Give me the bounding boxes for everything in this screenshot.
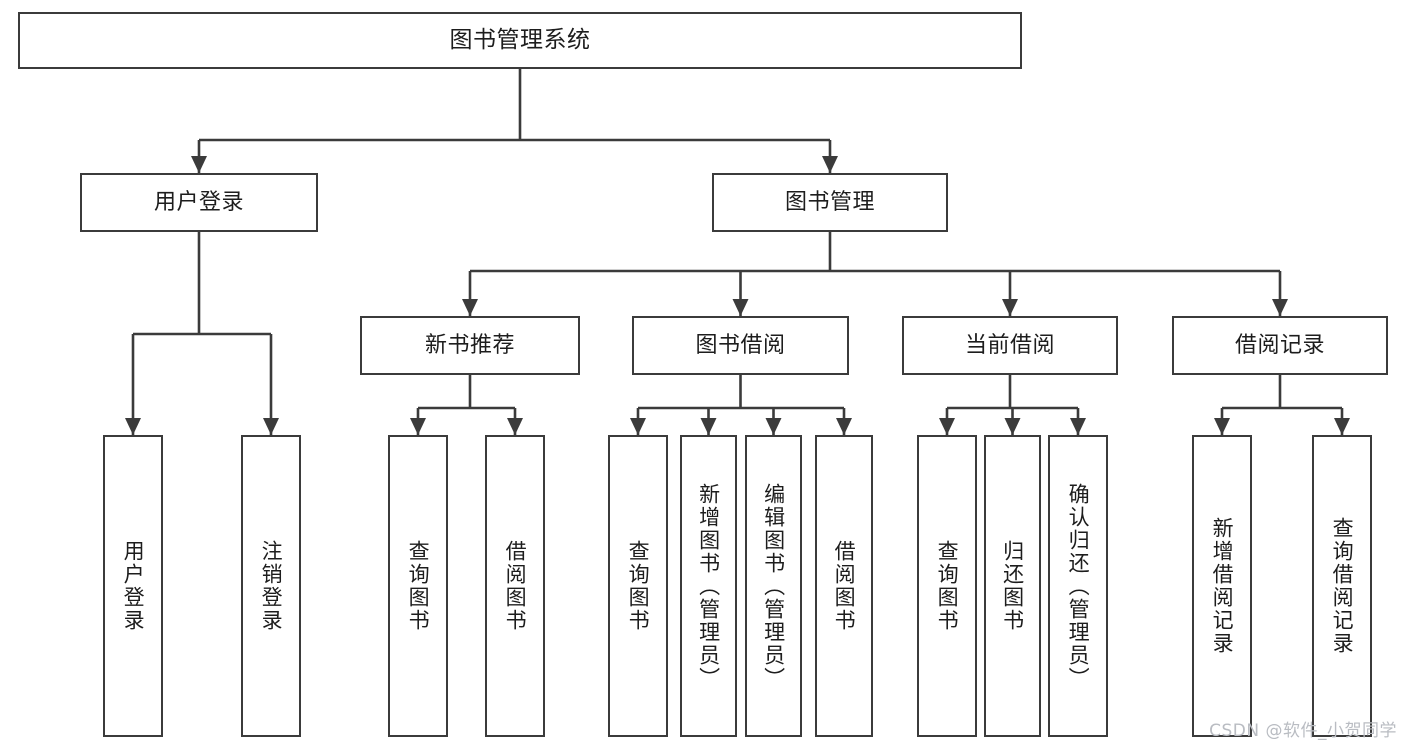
node-leaf_borrow_book_a[interactable]: 借阅图书 <box>485 435 545 737</box>
node-label: 新增借阅记录 <box>1210 517 1235 655</box>
edge-arrowhead-leaf_query_book_c <box>939 418 955 435</box>
node-book_borrow[interactable]: 图书借阅 <box>632 316 849 375</box>
edge-arrowhead-book_manage <box>822 156 838 173</box>
edge-arrowhead-leaf_add_log <box>1214 418 1230 435</box>
edge-arrowhead-leaf_return_book <box>1004 418 1021 435</box>
node-label: 查询图书 <box>935 540 960 632</box>
node-label: 图书借阅 <box>695 332 786 358</box>
node-leaf_return_book[interactable]: 归还图书 <box>984 435 1041 737</box>
node-cur_borrow[interactable]: 当前借阅 <box>902 316 1118 375</box>
node-label: 图书管理 <box>784 189 875 215</box>
edge-arrowhead-leaf_query_book_b <box>630 418 646 435</box>
edge-arrowhead-leaf_add_book <box>700 418 717 435</box>
edge-arrowhead-leaf_borrow_book_a <box>507 418 523 435</box>
node-leaf_query_book_a[interactable]: 查询图书 <box>388 435 448 737</box>
node-label: 新增图书（管理员） <box>696 482 721 690</box>
node-label: 查询图书 <box>406 540 431 632</box>
node-user_login[interactable]: 用户登录 <box>80 173 318 232</box>
edge-arrowhead-leaf_query_book_a <box>410 418 426 435</box>
node-label: 确认归还（管理员） <box>1066 482 1091 690</box>
edge-arrowhead-leaf_borrow_book_b <box>836 418 852 435</box>
edge-arrowhead-user_login <box>191 156 207 173</box>
node-leaf_add_log[interactable]: 新增借阅记录 <box>1192 435 1252 737</box>
node-label: 图书管理系统 <box>449 27 591 54</box>
node-leaf_edit_book[interactable]: 编辑图书（管理员） <box>745 435 802 737</box>
node-label: 归还图书 <box>1000 540 1025 632</box>
edge-arrowhead-cur_borrow <box>1002 299 1018 316</box>
node-label: 用户登录 <box>121 540 146 632</box>
node-leaf_borrow_book_b[interactable]: 借阅图书 <box>815 435 873 737</box>
node-label: 借阅图书 <box>832 540 857 632</box>
node-label: 当前借阅 <box>964 332 1055 358</box>
node-leaf_query_log[interactable]: 查询借阅记录 <box>1312 435 1372 737</box>
node-label: 借阅记录 <box>1234 332 1325 358</box>
edge-arrowhead-leaf_user_logout <box>263 418 279 435</box>
node-new_book_rec[interactable]: 新书推荐 <box>360 316 580 375</box>
node-leaf_user_logout[interactable]: 注销登录 <box>241 435 301 737</box>
node-label: 借阅图书 <box>503 540 528 632</box>
node-book_manage[interactable]: 图书管理 <box>712 173 948 232</box>
node-leaf_query_book_b[interactable]: 查询图书 <box>608 435 668 737</box>
node-label: 查询图书 <box>626 540 651 632</box>
edge-arrowhead-book_borrow <box>732 299 749 316</box>
node-borrow_log[interactable]: 借阅记录 <box>1172 316 1388 375</box>
edge-arrowhead-leaf_confirm_ret <box>1070 418 1086 435</box>
node-label: 用户登录 <box>153 189 244 215</box>
node-leaf_confirm_ret[interactable]: 确认归还（管理员） <box>1048 435 1108 737</box>
node-leaf_query_book_c[interactable]: 查询图书 <box>917 435 977 737</box>
node-label: 注销登录 <box>259 540 284 632</box>
edge-arrowhead-leaf_edit_book <box>765 418 782 435</box>
watermark: CSDN @软件_小贺同学 <box>1209 721 1397 741</box>
edge-arrowhead-leaf_user_login <box>125 418 141 435</box>
node-leaf_add_book[interactable]: 新增图书（管理员） <box>680 435 737 737</box>
edge-arrowhead-leaf_query_log <box>1334 418 1350 435</box>
node-leaf_user_login[interactable]: 用户登录 <box>103 435 163 737</box>
node-root[interactable]: 图书管理系统 <box>18 12 1022 69</box>
node-label: 新书推荐 <box>424 332 515 358</box>
node-label: 编辑图书（管理员） <box>761 482 786 690</box>
node-label: 查询借阅记录 <box>1330 517 1355 655</box>
edge-arrowhead-borrow_log <box>1272 299 1288 316</box>
edge-arrowhead-new_book_rec <box>462 299 478 316</box>
